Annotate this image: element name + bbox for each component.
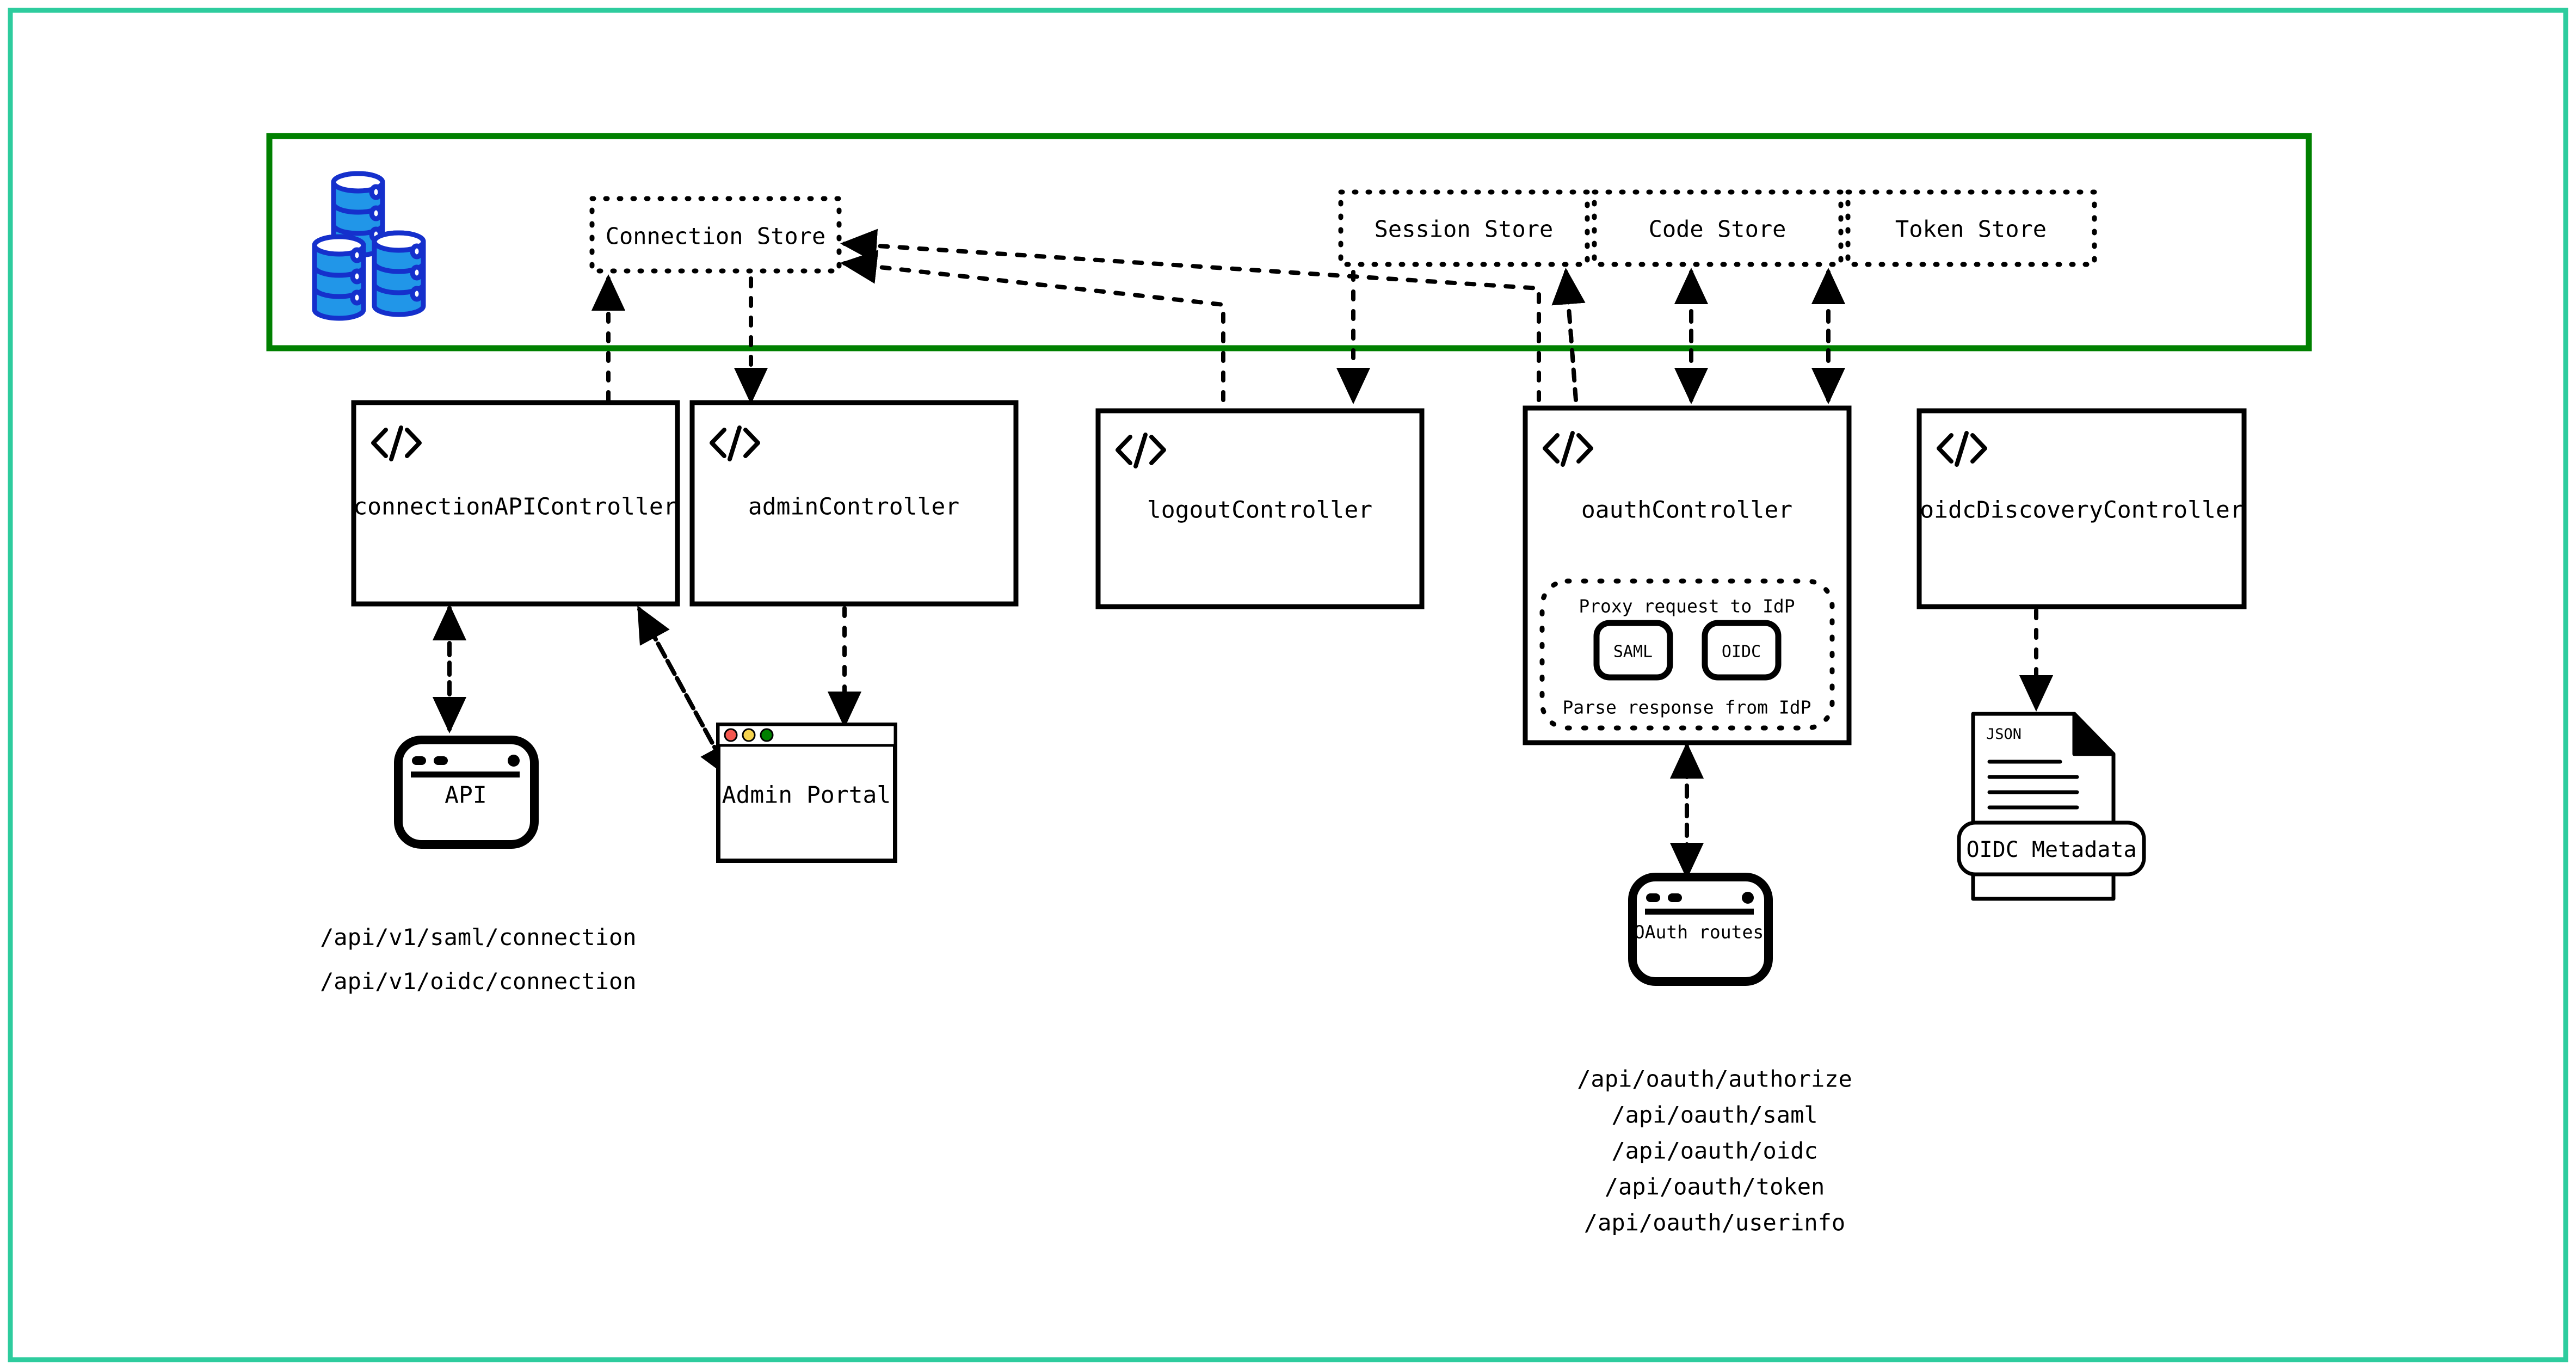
idp-proxy-region: Proxy request to IdP SAML OIDC Parse res… bbox=[1539, 578, 1835, 731]
oauth-routes-endpoints: /api/oauth/authorize /api/oauth/saml /ap… bbox=[1577, 1066, 1852, 1236]
saml-box[interactable]: SAML bbox=[1593, 620, 1673, 681]
window-dot-mid bbox=[434, 756, 448, 765]
connection-api-endpoints: /api/v1/saml/connection /api/v1/oidc/con… bbox=[320, 924, 637, 995]
admin-portal-window-label: Admin Portal bbox=[722, 782, 891, 809]
code-tag-icon bbox=[1543, 431, 1593, 467]
edge-oauth-to-connection-store bbox=[840, 229, 1541, 402]
oidc-box[interactable]: OIDC bbox=[1702, 620, 1782, 681]
admin-controller-label: adminController bbox=[748, 493, 959, 521]
token-store-label: Token Store bbox=[1895, 216, 2047, 243]
window-dot-right bbox=[508, 755, 520, 767]
code-tag-icon bbox=[1937, 431, 1987, 467]
oidc-discovery-controller[interactable]: oidcDiscoveryController bbox=[1916, 408, 2247, 609]
window-titlebar-rule bbox=[411, 772, 520, 777]
session-store-label: Session Store bbox=[1375, 216, 1554, 243]
database-stack-icon bbox=[312, 171, 426, 321]
logout-controller-label: logoutController bbox=[1147, 497, 1372, 524]
oauth-routes-window[interactable]: OAuth routes bbox=[1628, 873, 1773, 986]
traffic-light-yellow bbox=[742, 728, 756, 742]
endpoint-item: /api/oauth/token bbox=[1605, 1174, 1825, 1200]
endpoint-item: /api/v1/oidc/connection bbox=[320, 968, 637, 995]
code-tag-icon bbox=[371, 425, 422, 461]
edge-connapi-to-admin-portal bbox=[637, 607, 733, 781]
window-titlebar-rule bbox=[1645, 909, 1754, 915]
json-badge-label: JSON bbox=[1986, 726, 2022, 743]
code-tag-icon bbox=[710, 425, 760, 461]
traffic-light-red bbox=[724, 728, 738, 742]
logout-controller[interactable]: logoutController bbox=[1095, 408, 1425, 609]
admin-controller[interactable]: adminController bbox=[689, 400, 1019, 607]
endpoint-item: /api/oauth/authorize bbox=[1577, 1066, 1852, 1093]
saml-box-label: SAML bbox=[1613, 643, 1653, 662]
oidc-metadata-label: OIDC Metadata bbox=[1966, 837, 2136, 862]
parse-response-label: Parse response from IdP bbox=[1563, 697, 1811, 718]
endpoint-item: /api/oauth/saml bbox=[1611, 1102, 1817, 1128]
oidc-metadata-pill bbox=[1957, 820, 2146, 877]
endpoint-item: /api/oauth/oidc bbox=[1611, 1138, 1817, 1164]
oidc-metadata-document[interactable]: JSON OIDC Metadata bbox=[1957, 712, 2146, 901]
proxy-request-label: Proxy request to IdP bbox=[1579, 596, 1795, 617]
doc-folded-corner bbox=[2072, 712, 2116, 756]
traffic-light-green bbox=[760, 728, 774, 742]
edge-admin-portal-to-connapi bbox=[637, 605, 733, 779]
window-dot-mid bbox=[1668, 893, 1682, 902]
oidc-box-label: OIDC bbox=[1722, 643, 1761, 662]
connection-store[interactable]: Connection Store bbox=[589, 196, 842, 274]
session-store[interactable]: Session Store bbox=[1338, 189, 1590, 267]
api-window[interactable]: API bbox=[394, 736, 539, 849]
window-dot-right bbox=[1742, 892, 1754, 904]
connection-api-controller[interactable]: connectionAPIController bbox=[351, 400, 680, 607]
api-window-label: API bbox=[445, 782, 487, 809]
connection-store-label: Connection Store bbox=[606, 223, 826, 250]
oauth-routes-window-label: OAuth routes bbox=[1634, 922, 1764, 943]
window-dot-left bbox=[412, 756, 426, 765]
endpoint-item: /api/oauth/userinfo bbox=[1584, 1209, 1845, 1236]
code-store-label: Code Store bbox=[1649, 216, 1786, 243]
code-tag-icon bbox=[1116, 433, 1166, 468]
edge-session-store-to-oauth bbox=[1564, 270, 1578, 402]
oauth-controller[interactable]: oauthController Proxy request to IdP SAM… bbox=[1523, 405, 1852, 745]
window-dot-left bbox=[1646, 893, 1660, 902]
code-store[interactable]: Code Store bbox=[1592, 189, 1844, 267]
connection-api-controller-label: connectionAPIController bbox=[353, 493, 677, 521]
token-store[interactable]: Token Store bbox=[1845, 189, 2097, 267]
oidc-discovery-controller-label: oidcDiscoveryController bbox=[1920, 497, 2244, 524]
admin-portal-window[interactable]: Admin Portal bbox=[716, 723, 897, 863]
oauth-controller-label: oauthController bbox=[1581, 497, 1792, 524]
endpoint-item: /api/v1/saml/connection bbox=[320, 924, 637, 951]
